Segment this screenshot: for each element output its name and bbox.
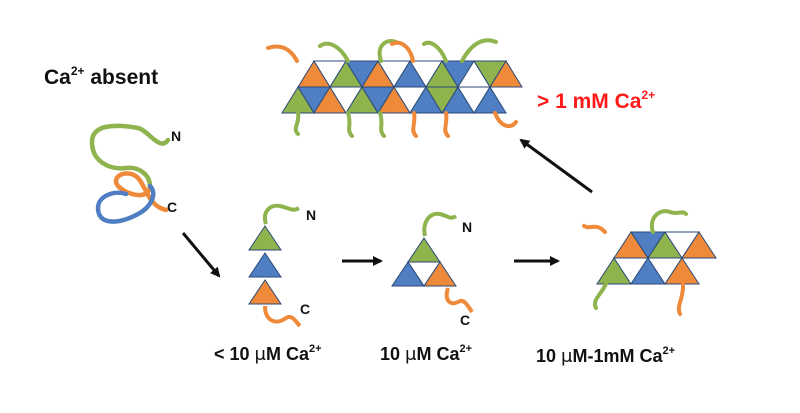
stage1-tail-c	[263, 305, 302, 328]
filament-tail-8	[346, 111, 354, 138]
unfolded-protein-chain	[89, 123, 171, 224]
stage3-tail-green-bottom	[593, 282, 608, 310]
filament-tail-1	[266, 44, 299, 63]
label-stage3-concentration: 10 μM-1mM Ca2+	[536, 345, 675, 367]
arrow-unfolded-to-stage1	[181, 232, 221, 278]
filament-tail-4	[390, 40, 415, 63]
stage2-orange-triangle	[423, 261, 457, 287]
stage2-tail-c	[444, 287, 474, 314]
chain-green-segment	[89, 123, 171, 189]
label-high-calcium: > 1 mM Ca2+	[537, 88, 655, 113]
filament-tail-6	[460, 38, 498, 63]
stage2-green-triangle	[407, 237, 441, 263]
filament-tails	[266, 38, 518, 138]
stage1-stack	[248, 203, 302, 328]
label-n-stage1: N	[306, 207, 316, 223]
label-stage2-concentration: 10 μM Ca2+	[380, 343, 472, 365]
stage3-triangle-0-4	[681, 231, 717, 259]
stage2-trimer	[391, 211, 474, 314]
stage2-tail-n	[422, 211, 458, 237]
stage1-tail-n	[263, 203, 300, 225]
filament-triangle-0-12	[489, 60, 523, 88]
stage3-tail-orange-bottom	[676, 282, 686, 316]
stage1-orange-triangle	[248, 279, 282, 305]
filament-tail-2	[318, 41, 350, 63]
filament-lattice	[281, 60, 523, 114]
label-n-stage2: N	[462, 219, 472, 235]
stage1-green-triangle	[248, 225, 282, 251]
label-ca-absent: Ca2+ absent	[44, 64, 158, 89]
stage3-tail-orange-left	[582, 224, 607, 234]
stage3-tail-green-top	[649, 209, 688, 234]
stage2-blue-triangle	[391, 261, 425, 287]
label-c-stage1: C	[300, 301, 310, 317]
label-n-unfolded: N	[171, 128, 181, 144]
stage3-tails	[582, 209, 688, 316]
stage1-blue-triangle	[248, 252, 282, 278]
filament-tail-10	[411, 111, 418, 138]
filament-tail-7	[293, 111, 301, 136]
filament-triangle-1-12	[473, 86, 507, 114]
arrow-stage3-to-high	[519, 138, 593, 194]
filament-tail-11	[443, 111, 450, 138]
chain-orange-segment	[113, 171, 169, 213]
filament-tail-12	[493, 111, 518, 129]
filament-tail-9	[378, 111, 386, 138]
filament-tail-5	[422, 40, 448, 63]
stage3-lattice	[596, 231, 717, 285]
label-stage1-concentration: < 10 μM Ca2+	[214, 343, 322, 365]
chain-blue-segment	[95, 183, 156, 224]
label-c-stage2: C	[460, 312, 470, 328]
label-c-unfolded: C	[167, 199, 177, 215]
